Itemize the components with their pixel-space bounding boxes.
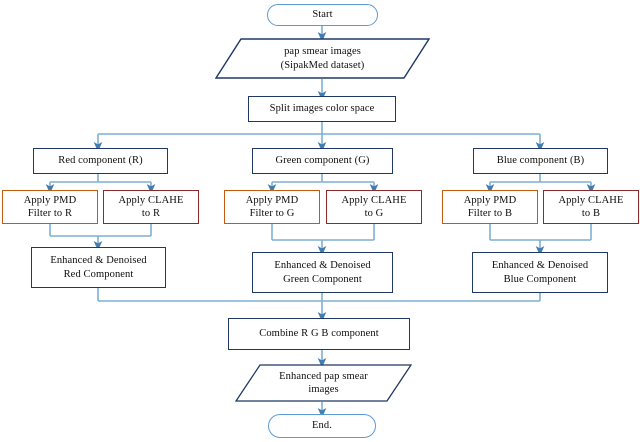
node-apply-clahe-r-label: Apply CLAHE to R [118,194,184,219]
node-output-data-label: Enhanced pap smear images [279,370,368,395]
node-output-data[interactable]: Enhanced pap smear images [235,364,412,402]
node-apply-pmd-b-label: Apply PMD Filter to B [463,194,517,219]
node-enhanced-green-label: Enhanced & Denoised Green Component [274,260,371,285]
node-start-label: Start [312,9,333,21]
node-split-color-space[interactable]: Split images color space [248,96,396,122]
node-input-data-label: pap smear images (SipakMed dataset) [280,46,365,71]
node-combine-rgb[interactable]: Combine R G B component [228,318,410,350]
node-enhanced-green[interactable]: Enhanced & Denoised Green Component [252,252,393,293]
node-combine-rgb-label: Combine R G B component [259,328,379,340]
node-enhanced-blue[interactable]: Enhanced & Denoised Blue Component [472,252,608,293]
node-apply-clahe-r[interactable]: Apply CLAHE to R [103,190,199,224]
node-apply-clahe-b-label: Apply CLAHE to B [558,194,624,219]
node-apply-clahe-b[interactable]: Apply CLAHE to B [543,190,639,224]
node-enhanced-red[interactable]: Enhanced & Denoised Red Component [31,247,166,288]
node-blue-component[interactable]: Blue component (B) [473,148,608,174]
node-apply-pmd-b[interactable]: Apply PMD Filter to B [442,190,538,224]
node-blue-component-label: Blue component (B) [496,155,585,167]
parallelogram-shape [215,38,430,79]
node-input-data[interactable]: pap smear images (SipakMed dataset) [215,38,430,79]
node-apply-pmd-r-label: Apply PMD Filter to R [23,194,77,219]
node-split-color-space-label: Split images color space [269,103,375,115]
node-red-component-label: Red component (R) [58,155,143,167]
node-end[interactable]: End. [268,414,376,438]
node-green-component-label: Green component (G) [275,155,370,167]
node-apply-clahe-g-label: Apply CLAHE to G [341,194,407,219]
node-end-label: End. [312,420,332,432]
node-green-component[interactable]: Green component (G) [252,148,393,174]
node-enhanced-red-label: Enhanced & Denoised Red Component [50,255,147,280]
node-apply-pmd-g[interactable]: Apply PMD Filter to G [224,190,320,224]
parallelogram-shape [235,364,412,402]
node-apply-pmd-g-label: Apply PMD Filter to G [245,194,299,219]
node-enhanced-blue-label: Enhanced & Denoised Blue Component [491,260,589,285]
node-apply-pmd-r[interactable]: Apply PMD Filter to R [2,190,98,224]
node-start[interactable]: Start [267,4,378,26]
node-red-component[interactable]: Red component (R) [33,148,168,174]
node-apply-clahe-g[interactable]: Apply CLAHE to G [326,190,422,224]
